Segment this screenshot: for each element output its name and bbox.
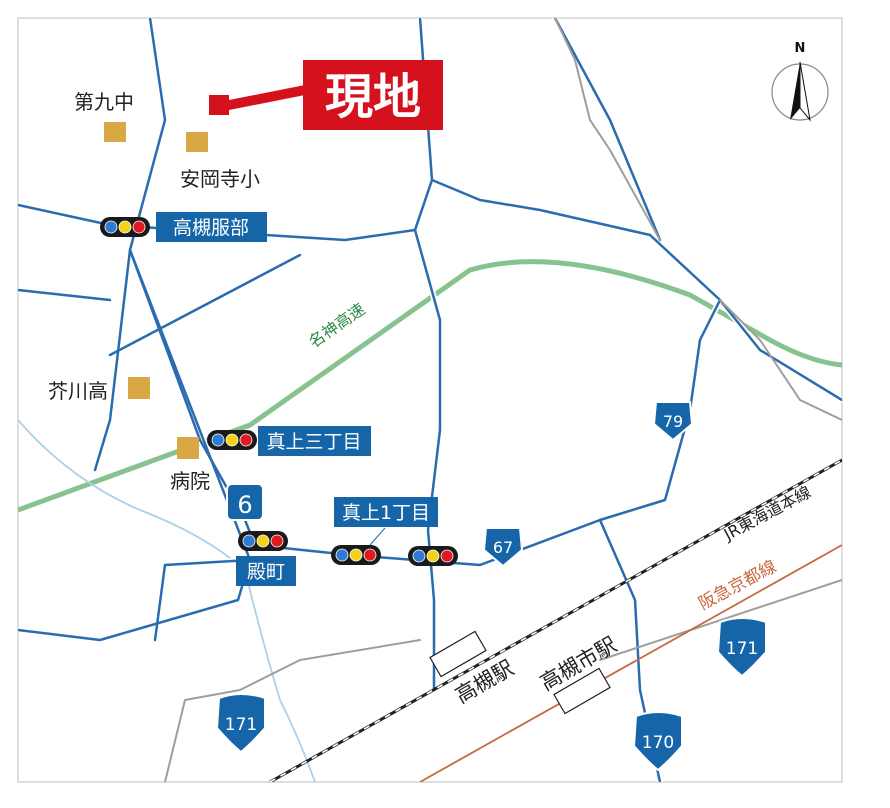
signal-hattori-icon — [100, 217, 150, 237]
site-label-box — [303, 60, 443, 130]
route-number-79: 79 — [663, 412, 683, 431]
intersection-label-shinkami1: 真上1丁目 — [342, 502, 430, 524]
school-label-akutagawa: 芥川高 — [48, 379, 108, 403]
route-shield-6: 6 — [226, 483, 264, 521]
signal-shinkami1-icon — [331, 545, 381, 565]
route-shield-170: 170 — [632, 711, 683, 772]
compass-north-label: N — [795, 41, 806, 56]
intersection-label-shinkami3: 真上三丁目 — [266, 431, 361, 453]
jr-tokaido-line — [269, 458, 842, 782]
route-shield-79: 79 — [652, 401, 694, 442]
school-label-daikyu: 第九中 — [74, 90, 134, 114]
meishin-expressway — [18, 259, 842, 513]
school-marker-anokouji — [186, 132, 208, 152]
route-number-67: 67 — [493, 538, 513, 557]
hospital-label: 病院 — [170, 469, 210, 493]
intersection-label-tonomachi: 殿町 — [247, 561, 285, 583]
intersection-shinkami1: 真上1丁目 — [334, 497, 438, 546]
minor-roads — [164, 18, 842, 782]
route-shield-67: 67 — [482, 527, 524, 568]
route-shield-171-west: 171 — [215, 693, 266, 754]
intersection-label-hattori: 高槻服部 — [173, 217, 249, 239]
intersection-shinkami3: 真上三丁目 — [258, 426, 371, 456]
school-marker-akutagawa — [128, 377, 150, 399]
road-network — [18, 18, 842, 782]
signal-tonomachi-icon — [238, 531, 288, 551]
signal-junction-67-icon — [408, 546, 458, 566]
school-marker-daikyu — [104, 122, 126, 142]
signal-shinkami3-icon — [207, 430, 257, 450]
intersection-tonomachi: 殿町 — [236, 556, 296, 586]
intersection-hattori: 高槻服部 — [156, 212, 267, 242]
route-number-170: 170 — [642, 733, 674, 753]
route-number-171-west: 171 — [225, 715, 257, 735]
hospital-marker — [177, 437, 199, 459]
school-label-anokouji: 安岡寺小 — [180, 167, 260, 191]
hankyu-kyoto-line — [419, 544, 842, 782]
compass: N — [771, 41, 829, 122]
site-leader-line — [229, 85, 305, 110]
route-number-6: 6 — [237, 491, 252, 519]
route-number-171-east: 171 — [726, 639, 758, 659]
route-shield-171-east: 171 — [716, 617, 767, 678]
site-label: 現地 — [325, 69, 421, 125]
site-marker — [209, 95, 229, 115]
